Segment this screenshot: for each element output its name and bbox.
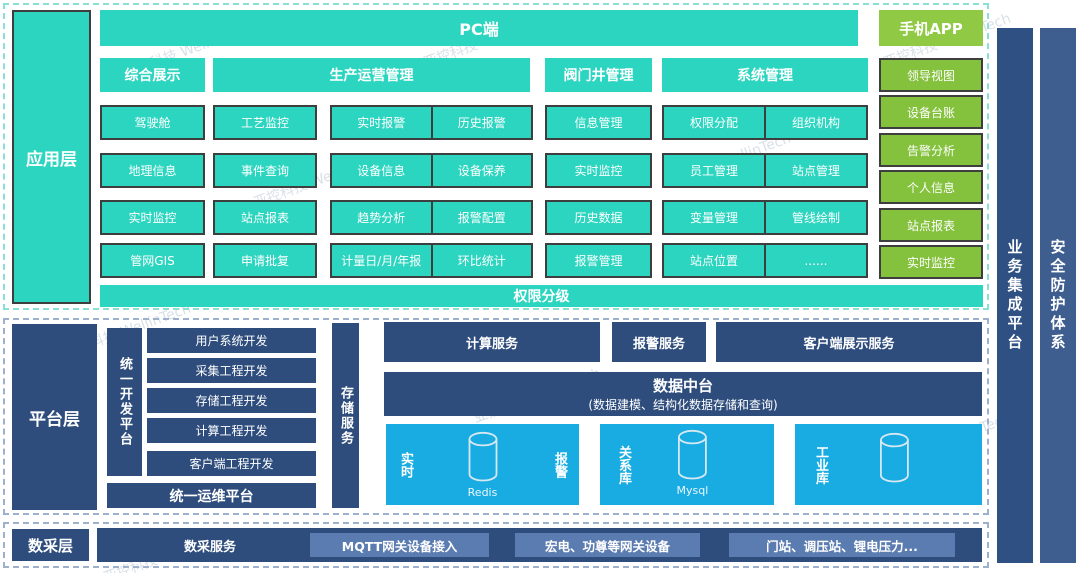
module-button: 趋势分析	[357, 211, 406, 225]
db-left-label: 工业库	[813, 445, 828, 484]
module-button: 员工管理	[689, 164, 738, 178]
application-layer-label: 应用层	[12, 10, 91, 304]
compute-service-box: 计算服务	[384, 322, 600, 362]
module-button: 管网GIS	[100, 243, 205, 278]
module-button: 历史数据	[545, 200, 652, 235]
module-button: 信息管理	[545, 105, 652, 140]
section-header-production: 生产运营管理	[213, 58, 530, 92]
module-button-pair: 站点位置 ......	[662, 243, 868, 278]
module-button: 管线绘制	[764, 202, 866, 233]
module-button: 报警配置	[430, 202, 532, 233]
client-display-service-box: 客户端展示服务	[716, 322, 982, 362]
side-bar-label: 业务集成平台	[1005, 238, 1024, 353]
db-box-industrial: 工业库	[795, 424, 982, 505]
mobile-app-header: 手机APP	[879, 10, 983, 46]
db-box-redis: 实时 Redis 报警	[386, 424, 579, 505]
gateway-button: MQTT网关设备接入	[310, 533, 489, 557]
dev-button: 采集工程开发	[147, 358, 316, 383]
module-button: 站点位置	[689, 254, 738, 268]
unified-ops-platform-bar: 统一运维平台	[107, 483, 316, 508]
database-cylinder-icon	[468, 431, 497, 481]
module-button: 计量日/月/年报	[341, 254, 422, 268]
db-box-mysql: 关系库 Mysql	[600, 424, 774, 505]
module-button-pair: 员工管理 站点管理	[662, 153, 868, 188]
module-button: 权限分配	[689, 116, 738, 130]
side-bar-label: 安全防护体系	[1048, 238, 1067, 353]
storage-service-bar: 存储服务	[332, 323, 359, 508]
storage-service-label: 存储服务	[338, 385, 353, 446]
module-button: 实时监控	[100, 200, 205, 235]
section-header-valve: 阀门井管理	[545, 58, 652, 92]
unified-dev-platform-label: 统一开发平台	[117, 357, 132, 447]
data-middle-platform-box: 数据中台 (数据建模、结构化数据存储和查询)	[384, 372, 982, 416]
db-name: Redis	[467, 485, 498, 499]
module-button: ......	[764, 245, 866, 276]
db-right-label: 报警	[552, 451, 567, 478]
application-layer-section	[3, 3, 989, 310]
data-middle-subtitle: (数据建模、结构化数据存储和查询)	[588, 398, 778, 412]
module-button: 报警管理	[545, 243, 652, 278]
data-middle-title: 数据中台	[652, 377, 713, 395]
database-cylinder-icon	[879, 432, 909, 483]
platform-layer-label: 平台层	[12, 324, 97, 510]
alarm-service-box: 报警服务	[612, 322, 706, 362]
data-acquisition-section	[3, 522, 989, 568]
module-button-pair: 变量管理 管线绘制	[662, 200, 868, 235]
platform-layer-section	[3, 318, 989, 515]
dev-button: 存储工程开发	[147, 388, 316, 413]
mobile-module-button: 告警分析	[879, 133, 983, 167]
module-button: 设备信息	[357, 164, 406, 178]
dev-button: 用户系统开发	[147, 328, 316, 353]
data-acquisition-label: 数采层	[12, 529, 89, 561]
module-button: 地理信息	[100, 153, 205, 188]
database-cylinder-icon	[678, 429, 707, 480]
module-button: 环比统计	[430, 245, 532, 276]
gateway-button: 门站、调压站、锂电压力...	[729, 533, 955, 557]
db-name: Mysql	[676, 484, 709, 497]
module-button: 申请批复	[213, 243, 317, 278]
pc-header: PC端	[100, 10, 858, 46]
module-button: 工艺监控	[213, 105, 317, 140]
permission-grading-bar: 权限分级	[100, 285, 983, 307]
module-button: 事件查询	[213, 153, 317, 188]
module-button: 历史报警	[430, 107, 532, 138]
mobile-module-button: 设备台账	[879, 95, 983, 129]
dev-button: 计算工程开发	[147, 418, 316, 443]
mobile-module-button: 实时监控	[879, 245, 983, 279]
gateway-button: 宏电、功尊等网关设备	[515, 533, 700, 557]
section-header-integrated: 综合展示	[100, 58, 205, 92]
module-button-pair: 设备信息 设备保养	[330, 153, 533, 188]
section-header-system: 系统管理	[662, 58, 868, 92]
module-button: 实时监控	[545, 153, 652, 188]
mobile-module-button: 个人信息	[879, 170, 983, 204]
module-button: 站点管理	[764, 155, 866, 186]
module-button: 实时报警	[357, 116, 406, 130]
module-button: 设备保养	[430, 155, 532, 186]
module-button-pair: 趋势分析 报警配置	[330, 200, 533, 235]
side-bar-security-protection: 安全防护体系	[1040, 28, 1076, 563]
dev-button: 客户端工程开发	[147, 451, 316, 476]
module-button: 变量管理	[689, 211, 738, 225]
module-button: 驾驶舱	[100, 105, 205, 140]
db-left-label: 实时	[398, 451, 413, 478]
unified-dev-platform-bar: 统一开发平台	[107, 328, 142, 476]
data-service-label: 数采服务	[183, 539, 236, 555]
mobile-module-button: 站点报表	[879, 208, 983, 242]
module-button: 站点报表	[213, 200, 317, 235]
mobile-module-button: 领导视图	[879, 58, 983, 92]
module-button-pair: 实时报警 历史报警	[330, 105, 533, 140]
module-button-pair: 计量日/月/年报 环比统计	[330, 243, 533, 278]
side-bar-business-integration: 业务集成平台	[997, 28, 1033, 563]
module-button-pair: 权限分配 组织机构	[662, 105, 868, 140]
module-button: 组织机构	[764, 107, 866, 138]
db-left-label: 关系库	[616, 445, 631, 484]
